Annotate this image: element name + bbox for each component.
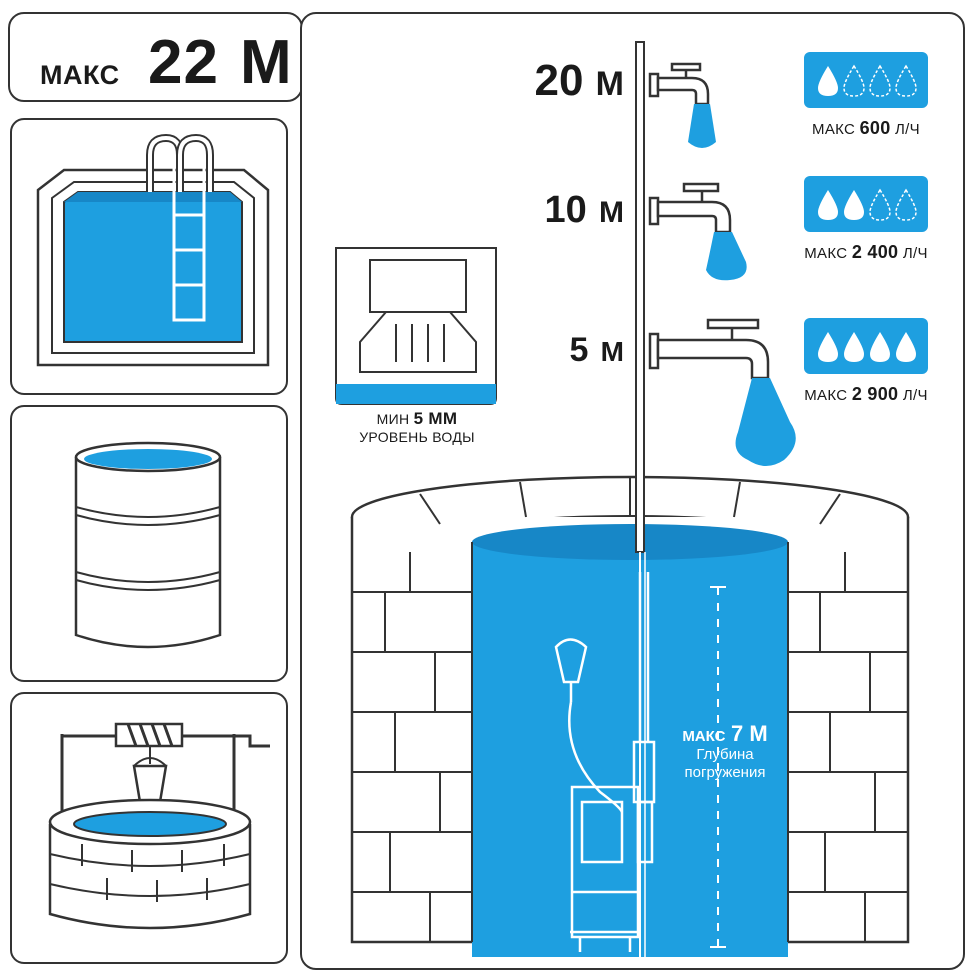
flow-indicator-2400: [804, 176, 928, 232]
max-height-unit: М: [240, 28, 292, 97]
max-height-box: МАКС 22 М: [8, 12, 303, 102]
water-drop-icon: [818, 332, 916, 362]
pool-icon: [36, 133, 270, 367]
min-level-inset: [335, 247, 497, 405]
barrel-tile: [10, 405, 288, 682]
pool-tile: [10, 118, 288, 395]
flow-text-2400: МАКС 2 400 Л/Ч: [804, 242, 928, 262]
flow-text-2900: МАКС 2 900 Л/Ч: [804, 384, 928, 404]
flow-indicator-600: [804, 52, 928, 108]
flow-text-600: МАКС 600 Л/Ч: [812, 118, 920, 138]
water-drop-icon: [818, 188, 917, 221]
max-height-value: 22: [148, 28, 219, 97]
well-tile: [10, 692, 288, 964]
max-depth-label: МАКС 7 М Глубина погружения: [682, 721, 768, 782]
water-drop-icon: [818, 64, 917, 97]
faucet-icon: [648, 62, 770, 380]
pump-icon: [554, 572, 656, 952]
barrel-icon: [74, 441, 222, 649]
brick-well-icon: [350, 475, 910, 957]
height-label-20: 20 М: [534, 56, 624, 105]
min-water-level-label: МИН 5 ММ УРОВЕНЬ ВОДЫ: [359, 409, 475, 446]
pump-scene: [335, 41, 910, 957]
max-height-label: МАКС: [40, 60, 120, 90]
height-label-10: 10 М: [544, 189, 624, 231]
height-label-5: 5 М: [569, 331, 624, 369]
well-icon: [48, 722, 270, 930]
flow-indicator-2900: [804, 318, 928, 374]
